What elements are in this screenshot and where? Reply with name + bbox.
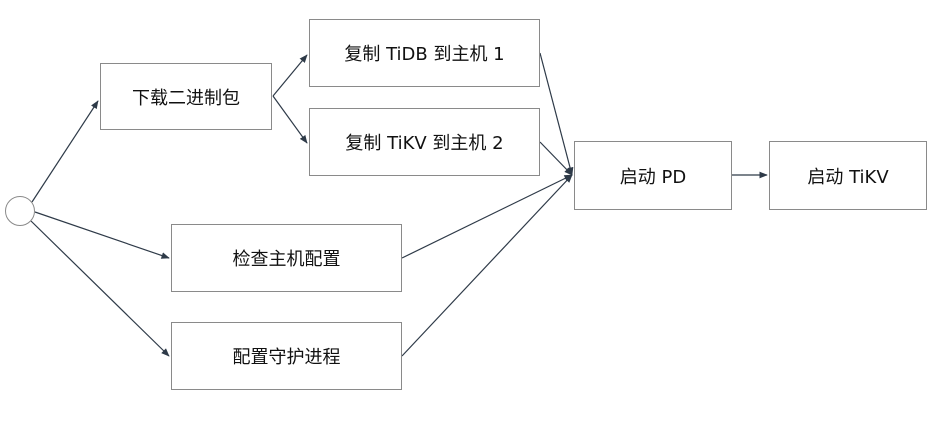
edge-daemon-pd [401, 174, 573, 357]
node-start-pd: 启动 PD [574, 141, 732, 210]
node-download: 下载二进制包 [100, 63, 272, 130]
node-configure-daemon: 配置守护进程 [171, 322, 402, 390]
edge-tidb-pd [539, 52, 574, 176]
node-copy-tikv-label: 复制 TiKV 到主机 2 [345, 133, 504, 154]
node-start-pd-label: 启动 PD [619, 166, 687, 188]
edge-start-daemon [30, 220, 170, 357]
node-copy-tidb-label: 复制 TiDB 到主机 1 [344, 44, 505, 65]
edge-download-tikv [272, 95, 308, 144]
node-start-tikv: 启动 TiKV [769, 141, 927, 210]
node-configure-daemon-label: 配置守护进程 [232, 347, 341, 368]
edge-download-tidb [272, 54, 308, 97]
node-copy-tikv: 复制 TiKV 到主机 2 [309, 108, 540, 176]
edge-check-pd [401, 174, 573, 259]
node-check-host-label: 检查主机配置 [232, 249, 341, 270]
start-node [5, 196, 35, 226]
node-start-tikv-label: 启动 TiKV [807, 166, 889, 188]
node-download-label: 下载二进制包 [132, 87, 240, 109]
edge-tikv-pd [539, 141, 573, 176]
edge-start-download [31, 100, 99, 203]
node-check-host: 检查主机配置 [171, 224, 402, 292]
node-copy-tidb: 复制 TiDB 到主机 1 [309, 19, 540, 87]
edge-start-check [34, 211, 170, 259]
